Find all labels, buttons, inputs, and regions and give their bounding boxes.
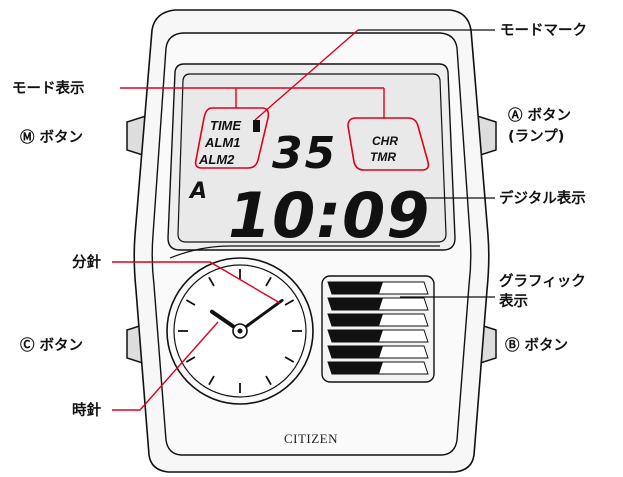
dial-tick <box>185 356 196 363</box>
mode-box-left <box>194 107 270 169</box>
callout-mode-mark <box>254 29 359 121</box>
label-button-b: Ⓑ ボタン <box>505 336 568 354</box>
label-button-a-1: Ⓐ ボタン <box>508 106 571 124</box>
callout-lines <box>112 29 385 411</box>
dial-divider <box>169 245 440 259</box>
minute-hand <box>238 298 284 333</box>
brand-logo: CITIZEN <box>284 431 338 446</box>
lcd-mode-alm1: ALM1 <box>204 135 240 150</box>
lcd-mode-chr: CHR <box>372 134 398 148</box>
lcd-day-indicator: A <box>188 179 207 204</box>
graphic-bar-fill <box>328 298 383 310</box>
lcd-window <box>177 73 447 243</box>
graphic-bar-fill <box>328 314 383 326</box>
label-graphic-display-2: 表示 <box>499 292 528 310</box>
callout-hour-hand <box>112 321 219 411</box>
analog-dial <box>166 257 314 405</box>
label-button-a-2: (ランプ) <box>508 128 564 145</box>
leader-lines <box>358 29 495 298</box>
label-digital-display: デジタル表示 <box>499 189 586 207</box>
lcd-mode-tmr: TMR <box>370 150 396 164</box>
label-minute-hand: 分針 <box>72 253 101 271</box>
mode-box-right <box>347 117 430 171</box>
graphic-bar-fill <box>328 346 383 358</box>
dial-tick <box>284 356 295 363</box>
graphic-bar-fill <box>328 330 383 342</box>
dial-tick <box>185 299 196 306</box>
graphic-display <box>321 275 435 383</box>
label-mode-mark: モードマーク <box>500 22 587 39</box>
label-button-c: Ⓒ ボタン <box>20 336 83 354</box>
dial-tick <box>284 299 295 306</box>
lcd-mode-time: TIME <box>210 118 241 133</box>
label-graphic-display-1: グラフィック <box>499 272 586 290</box>
lcd-seconds: 35 <box>272 128 337 179</box>
graphic-bar-fill <box>328 362 383 374</box>
lcd-time: 10:09 <box>228 179 430 252</box>
dial-tick <box>265 375 272 386</box>
graphic-bar-fill <box>328 282 383 294</box>
lcd-mode-alm2: ALM2 <box>198 152 235 167</box>
mode-mark-indicator <box>253 120 260 132</box>
dial-tick <box>208 276 215 287</box>
callout-minute-hand <box>112 261 281 304</box>
dial-tick <box>265 276 272 287</box>
label-mode-display: モード表示 <box>12 79 85 97</box>
dial-tick <box>208 375 215 386</box>
label-hour-hand: 時針 <box>72 401 101 419</box>
label-button-m: Ⓜ ボタン <box>20 128 83 146</box>
